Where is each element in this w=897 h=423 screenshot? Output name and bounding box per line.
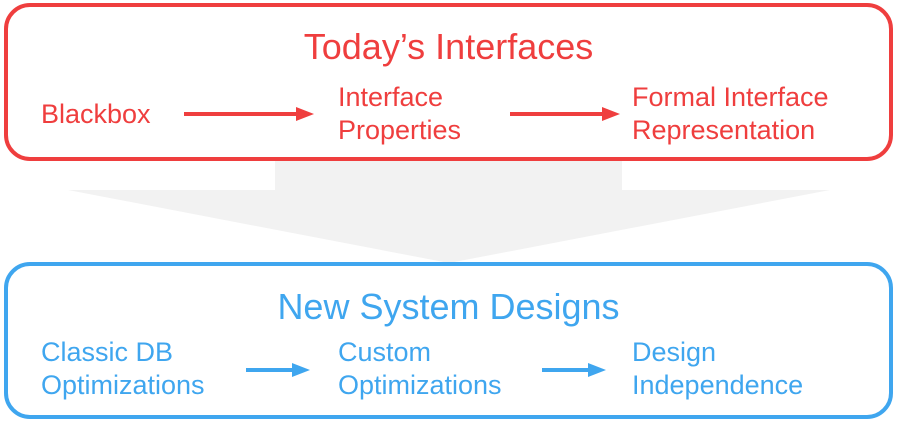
step-classic-db-optimizations: Classic DB Optimizations <box>41 336 205 402</box>
step-line: Classic DB <box>41 337 174 367</box>
todays-interfaces-panel: Today’s Interfaces Blackbox Interface Pr… <box>4 3 893 161</box>
step-line: Representation <box>632 115 816 145</box>
step-line: Optimizations <box>338 370 502 400</box>
step-line: Optimizations <box>41 370 205 400</box>
arrow-right-icon <box>246 363 310 377</box>
step-line: Independence <box>632 370 804 400</box>
new-system-designs-panel: New System Designs Classic DB Optimizati… <box>4 262 893 419</box>
step-line: Interface <box>338 82 444 112</box>
step-design-independence: Design Independence <box>632 336 803 402</box>
todays-interfaces-title: Today’s Interfaces <box>303 26 594 67</box>
step-custom-optimizations: Custom Optimizations <box>338 336 502 402</box>
arrow-right-icon <box>542 363 606 377</box>
step-line: Formal Interface <box>632 82 829 112</box>
step-blackbox: Blackbox <box>41 98 151 131</box>
step-interface-properties: Interface Properties <box>338 81 461 147</box>
arrow-right-icon <box>184 107 314 121</box>
step-formal-interface-representation: Formal Interface Representation <box>632 81 829 147</box>
new-system-designs-title: New System Designs <box>277 286 620 327</box>
arrow-right-icon <box>510 107 620 121</box>
step-line: Properties <box>338 115 462 145</box>
step-line: Custom <box>338 337 432 367</box>
step-line: Blackbox <box>41 99 151 129</box>
step-line: Design <box>632 337 717 367</box>
